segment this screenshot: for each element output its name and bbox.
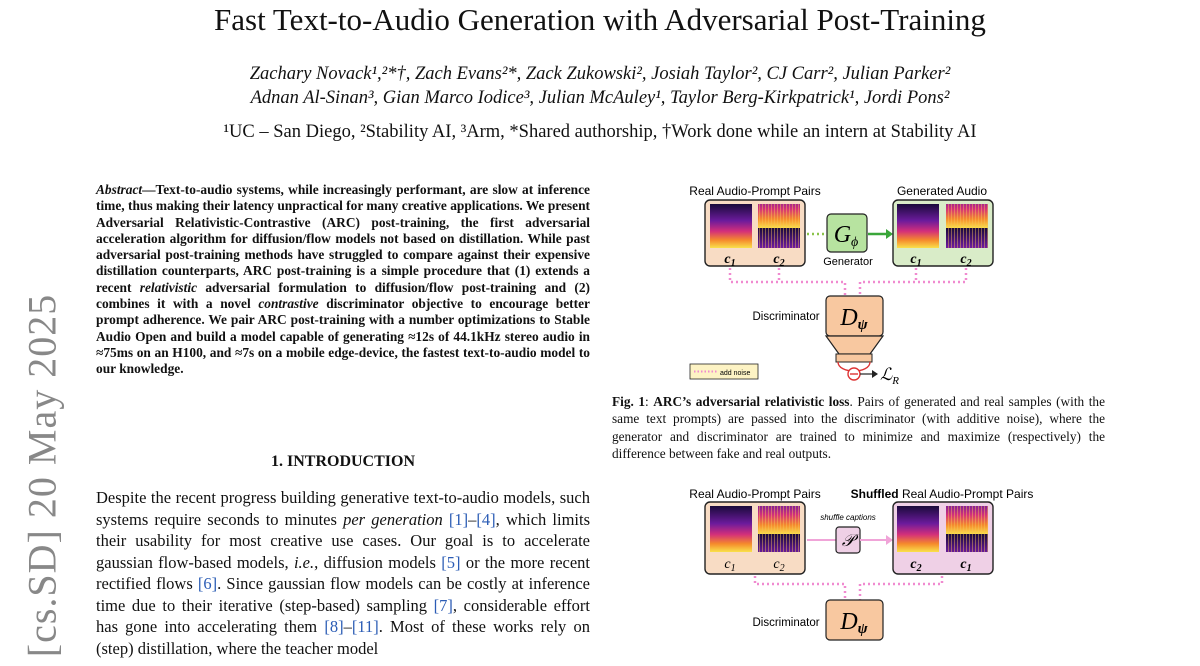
discriminator-base bbox=[835, 353, 873, 363]
spectrogram-generated-2 bbox=[946, 204, 988, 248]
intro-text: , diffusion models bbox=[314, 552, 442, 572]
abstract-text-2: adversarial formulation to diffusion/flo… bbox=[96, 279, 590, 312]
discriminator-funnel bbox=[824, 335, 885, 355]
label-real-pairs-2: Real Audio-Prompt Pairs bbox=[689, 487, 820, 501]
intro-text: Despite the recent progress building gen… bbox=[96, 488, 590, 529]
label-generated-audio: Generated Audio bbox=[897, 184, 987, 198]
generator-label: Generator bbox=[823, 256, 873, 268]
citation-link[interactable]: [1] bbox=[448, 509, 469, 529]
caption-text: . Pairs of generated and real samples (w… bbox=[612, 394, 1105, 462]
generator-box bbox=[826, 213, 868, 253]
arrow-head-icon bbox=[886, 535, 893, 545]
intro-text: – bbox=[468, 509, 477, 529]
authors-line-2: Adnan Al-Sinan³, Gian Marco Iodice³, Jul… bbox=[250, 88, 950, 108]
affiliations: ¹UC – San Diego, ²Stability AI, ³Arm, *S… bbox=[223, 122, 977, 142]
figure-1-caption: Fig. 1: ARC’s adversarial relativistic l… bbox=[612, 394, 1105, 462]
caption-c2: c2 bbox=[773, 252, 784, 269]
generator-symbol: Gϕ bbox=[834, 222, 859, 250]
label-shuffled-pairs: Shuffled Real Audio-Prompt Pairs bbox=[851, 487, 1034, 501]
intro-text: – bbox=[343, 617, 352, 636]
figure-2-diagram: Real Audio-Prompt Pairs Shuffled Real Au… bbox=[689, 487, 1034, 641]
section-heading-introduction: 1. INTRODUCTION bbox=[270, 453, 415, 470]
abstract-italic-2: contrastive bbox=[258, 296, 319, 312]
spectrogram-real-1b bbox=[710, 506, 752, 552]
spectrogram-shuffled-2 bbox=[946, 506, 988, 552]
abstract: Abstract—Text-to-audio systems, while in… bbox=[96, 182, 590, 378]
legend-label: add noise bbox=[720, 370, 750, 377]
noise-connectors-2 bbox=[753, 576, 944, 600]
noise-connectors bbox=[728, 268, 968, 296]
arxiv-stamp: [cs.SD] 20 May 2025 bbox=[19, 293, 65, 658]
citation-link[interactable]: [6] bbox=[197, 574, 218, 593]
abstract-italic-1: relativistic bbox=[139, 279, 198, 295]
citation-link[interactable]: [4] bbox=[476, 509, 496, 529]
loss-symbol: ℒR bbox=[880, 365, 899, 387]
intro-text: . Since gaussian flow models can be cost… bbox=[96, 574, 590, 615]
legend-box bbox=[689, 363, 759, 380]
caption-label: Fig. 1 bbox=[612, 394, 646, 409]
abstract-lead: Abstract bbox=[96, 182, 143, 197]
authors-line-1: Zachary Novack¹,²*†, Zach Evans²*, Zack … bbox=[249, 64, 951, 84]
discriminator-symbol-2: Dψ bbox=[839, 609, 868, 637]
spectrogram-real-2 bbox=[758, 204, 800, 248]
discriminator-label: Discriminator bbox=[752, 311, 819, 323]
caption-c1: c1 bbox=[724, 252, 735, 269]
abstract-text-3: discriminator objective to encourage bet… bbox=[96, 296, 590, 377]
abstract-text-1: Text-to-audio systems, while increasingl… bbox=[96, 182, 590, 295]
caption-title: ARC’s adversarial relativistic loss bbox=[653, 394, 850, 409]
caption-c1-shuffled: c1 bbox=[960, 557, 971, 574]
arrow-head-icon bbox=[886, 229, 893, 239]
shuffle-label: shuffle captions bbox=[820, 513, 876, 522]
label-real-pairs: Real Audio-Prompt Pairs bbox=[689, 184, 820, 198]
intro-italic: per generation bbox=[343, 509, 443, 529]
figure-1-diagram: Real Audio-Prompt Pairs Generated Audio … bbox=[689, 184, 994, 387]
intro-italic: i.e. bbox=[293, 552, 315, 572]
caption-c2-b: c2 bbox=[773, 557, 784, 574]
citation-link[interactable]: [7] bbox=[433, 595, 453, 615]
citation-link[interactable]: [8] bbox=[324, 617, 344, 636]
caption-c1-generated: c1 bbox=[910, 252, 921, 269]
spectrogram-generated-1 bbox=[897, 204, 939, 248]
paper-title: Fast Text-to-Audio Generation with Adver… bbox=[214, 2, 986, 37]
spectrogram-real-1 bbox=[710, 204, 752, 248]
intro-paragraph: Despite the recent progress building gen… bbox=[96, 487, 590, 659]
discriminator-symbol: Dψ bbox=[839, 305, 868, 333]
spectrogram-shuffled-1 bbox=[897, 506, 939, 552]
caption-c1-b: c1 bbox=[724, 557, 735, 574]
intro-text: , considerable effort has gone into acce… bbox=[96, 595, 590, 637]
caption-c2-generated: c2 bbox=[960, 252, 971, 269]
intro-text: , which limits their usability for most … bbox=[96, 509, 591, 572]
citation-link[interactable]: [5] bbox=[441, 552, 461, 572]
discriminator-label-2: Discriminator bbox=[752, 617, 819, 629]
citation-link[interactable]: [11] bbox=[351, 617, 379, 636]
spectrogram-real-2b bbox=[758, 506, 800, 552]
caption-c2-shuffled: c2 bbox=[910, 557, 921, 574]
author-list: Zachary Novack¹,²*†, Zach Evans²*, Zack … bbox=[0, 62, 1200, 110]
discriminator-box-2 bbox=[825, 599, 884, 641]
abstract-dash: — bbox=[142, 182, 156, 197]
intro-text: or the more recent rectified flows bbox=[96, 552, 591, 594]
